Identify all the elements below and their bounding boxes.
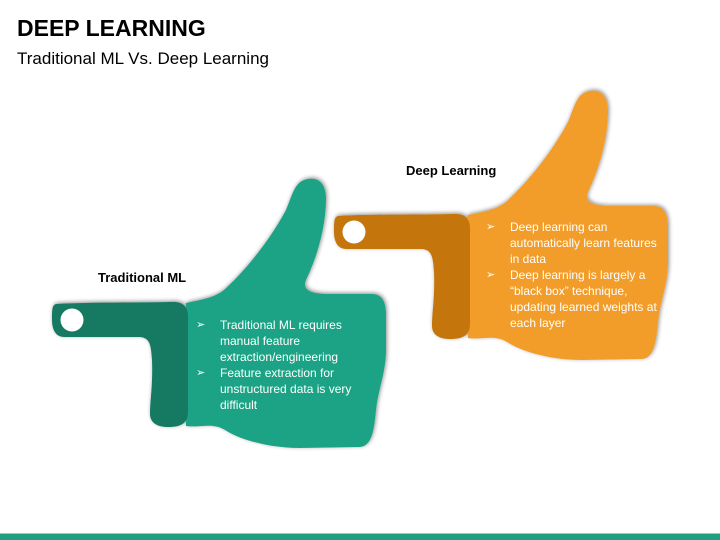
bullet-item: ➢Deep learning can automatically learn f… — [486, 220, 657, 266]
arrowhead-bullet-icon: ➢ — [486, 269, 496, 281]
arrowhead-bullet-icon: ➢ — [486, 221, 496, 233]
deep-learning-bullets: ➢Deep learning can automatically learn f… — [486, 219, 666, 331]
arrowhead-bullet-icon: ➢ — [196, 367, 206, 379]
footer-accent-bar — [0, 533, 720, 540]
arrowhead-bullet-icon: ➢ — [196, 319, 206, 331]
traditional-ml-label: Traditional ML — [98, 270, 187, 285]
page-title: DEEP LEARNING — [17, 15, 206, 41]
deep-learning-label: Deep Learning — [406, 163, 497, 178]
bullet-item: ➢Feature extraction for unstructured dat… — [196, 366, 352, 412]
traditional-ml-bullets: ➢Traditional ML requires manual feature … — [196, 317, 371, 413]
bullet-item: ➢Traditional ML requires manual feature … — [196, 318, 342, 364]
page-subtitle: Traditional ML Vs. Deep Learning — [17, 49, 269, 68]
bullet-item: ➢Deep learning is largely a “black box” … — [486, 268, 657, 330]
